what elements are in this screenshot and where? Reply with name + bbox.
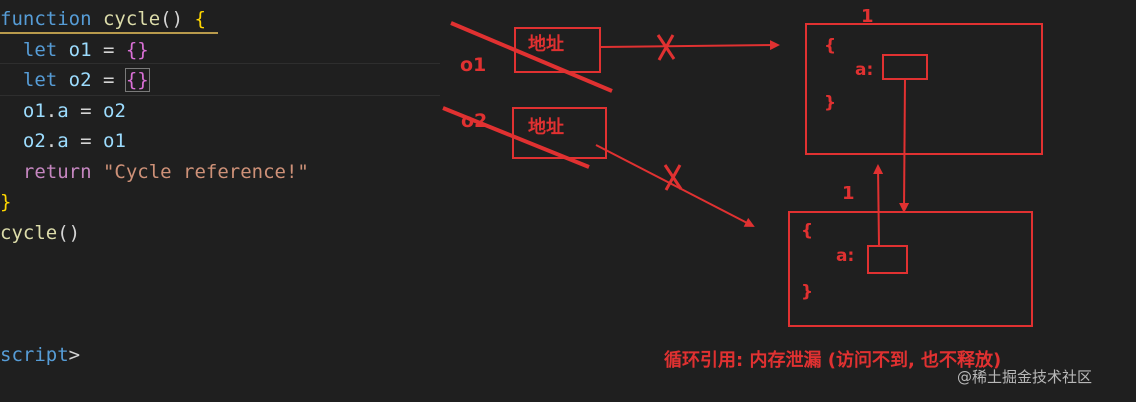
obj2-open-brace: {: [801, 221, 813, 241]
o1-cross-mark-b: [657, 34, 675, 61]
obj2-to-obj1-arrow: [873, 164, 884, 247]
code-token: cycle: [102, 8, 161, 30]
code-token: "Cycle reference!": [102, 160, 309, 183]
code-token: a: [57, 99, 69, 122]
code-token: .: [45, 130, 58, 152]
code-token: o1: [103, 130, 126, 152]
o2-strike-line: [442, 106, 590, 169]
code-token: =: [91, 38, 126, 61]
o2-address-label: 地址: [528, 116, 564, 138]
obj2-refcount: 1: [842, 183, 855, 204]
code-token: }: [0, 191, 12, 213]
code-token: {}: [124, 68, 150, 92]
code-token: script: [0, 343, 69, 366]
o1-strike-line: [450, 21, 613, 93]
o2-reference-arrow: [595, 144, 755, 227]
code-line: o1.a = o2: [0, 96, 126, 126]
obj1-refcount: 1: [861, 6, 874, 27]
var-o1-label: o1: [460, 54, 486, 76]
code-token: =: [91, 69, 126, 91]
code-line: cycle(): [0, 218, 80, 248]
obj2-close-brace: }: [801, 282, 813, 302]
obj2-prop-slot: [867, 245, 908, 274]
code-token: (): [160, 8, 195, 30]
code-token: o1: [68, 38, 92, 61]
code-token: (): [57, 221, 81, 244]
obj1-prop-label: a:: [855, 60, 873, 80]
o2-address-box: [512, 107, 607, 159]
code-line: o2.a = o1: [0, 126, 126, 156]
code-token: function: [0, 8, 103, 30]
obj2-prop-label: a:: [836, 246, 854, 266]
object1-box: [805, 23, 1043, 155]
code-token: return: [0, 160, 103, 183]
code-token: o2: [0, 130, 46, 152]
obj1-close-brace: }: [824, 93, 836, 113]
code-token: >: [68, 343, 81, 366]
code-editor: function cycle() { let o1 = {} let o2 = …: [0, 0, 440, 402]
code-token: o2: [103, 99, 126, 122]
obj1-prop-slot: [882, 54, 928, 80]
current-line-highlight: [0, 63, 440, 96]
code-line: function cycle() {: [0, 4, 206, 34]
obj1-to-obj2-arrow: [899, 77, 910, 213]
code-token: =: [68, 99, 103, 122]
code-line: let o2 = {}: [0, 65, 150, 95]
obj1-open-brace: {: [824, 36, 836, 56]
code-line: return "Cycle reference!": [0, 157, 309, 187]
o1-reference-arrow: [599, 40, 780, 51]
code-line: let o1 = {}: [0, 35, 149, 65]
o1-address-label: 地址: [528, 33, 564, 55]
watermark: @稀土掘金技术社区: [957, 368, 1092, 386]
object2-box: [788, 211, 1033, 327]
code-token: cycle: [0, 221, 58, 244]
code-line: script>: [0, 340, 80, 370]
code-token: let: [0, 38, 69, 61]
code-token: o1: [0, 99, 46, 122]
caption: 循环引用: 内存泄漏 (访问不到, 也不释放): [664, 349, 1001, 371]
code-token: =: [68, 130, 103, 152]
code-token: {: [194, 8, 206, 30]
code-token: let: [0, 69, 69, 91]
code-token: o2: [68, 69, 92, 91]
code-line: }: [0, 187, 11, 217]
o2-cross-mark-b: [664, 164, 682, 191]
code-token: {}: [125, 38, 149, 61]
code-token: a: [57, 130, 69, 152]
function-underline: [0, 32, 218, 34]
code-token: .: [45, 99, 58, 122]
